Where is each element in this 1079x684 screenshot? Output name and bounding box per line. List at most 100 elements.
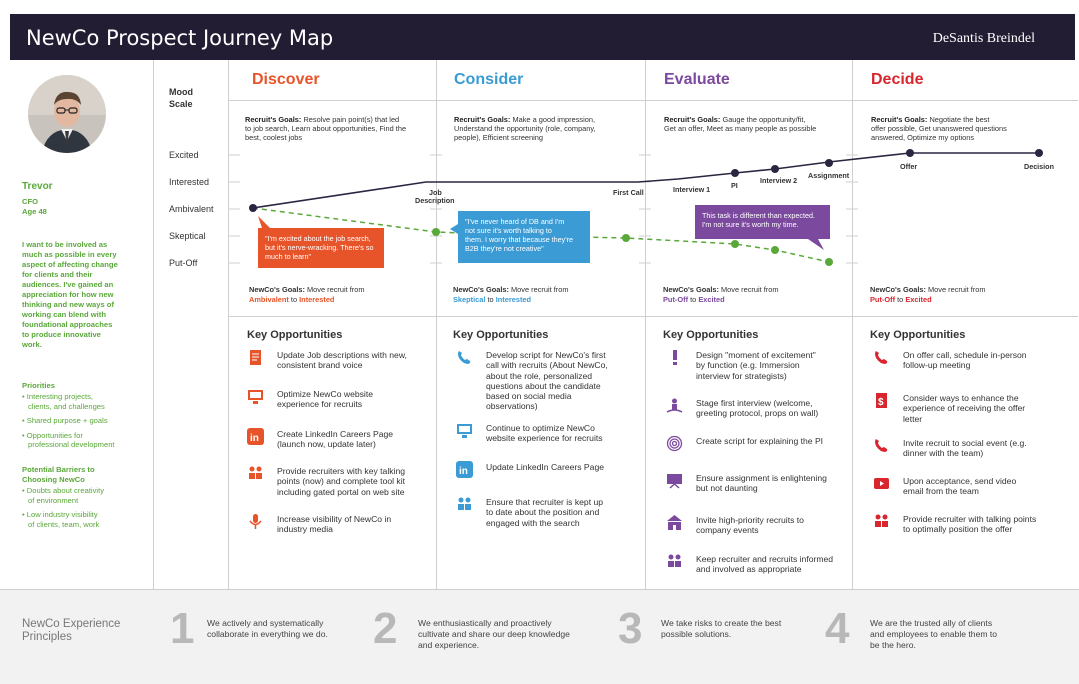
opportunity-line: interview for strategists) — [696, 370, 787, 381]
ngoal-line: NewCo's Goals: Move recruit from — [249, 285, 365, 294]
people-icon — [458, 497, 471, 510]
mood-interested: Interested — [169, 177, 210, 187]
recruit-goals-discover: Recruit's Goals: Resolve pain point(s) t… — [245, 115, 406, 142]
principle-line: We enthusiastically and proactively — [418, 618, 552, 628]
principle-number: 2 — [373, 604, 398, 653]
priority-line: clients, and challenges — [28, 401, 105, 411]
opportunity-line: consistent brand voice — [277, 360, 363, 371]
quote-line: working can blend with — [22, 310, 106, 319]
opportunity-line: follow-up meeting — [903, 360, 971, 371]
opportunity-line: letter — [903, 413, 923, 424]
goal-line: Recruit's Goals: Gauge the opportunity/f… — [664, 115, 806, 124]
opportunity-line: website experience for recruits — [486, 433, 603, 444]
opportunity-item: Design "moment of excitement"by function… — [696, 350, 816, 381]
bubble-line: B2B they're not creative" — [465, 244, 544, 253]
desired-dot — [731, 240, 739, 248]
opportunity-line: Update LinkedIn Careers Page — [486, 462, 605, 472]
key-opportunities-title: Key Opportunities — [453, 329, 549, 341]
mood-scale-title: Mood Scale — [169, 86, 193, 110]
touchpoint-job: Job — [429, 188, 442, 197]
persona-age: Age 48 — [22, 207, 47, 216]
opportunity-item: Invite recruit to social event (e.g.dinn… — [903, 438, 1027, 459]
opportunity-line: company events — [696, 525, 759, 536]
touchpoint-interview-1: Interview 1 — [673, 185, 711, 194]
opportunity-line: dinner with the team) — [903, 448, 984, 459]
touchpoint-dot — [906, 149, 914, 157]
quote-line: thinking and new ways of — [22, 300, 114, 309]
desired-dot — [622, 234, 630, 242]
divider-col-2 — [436, 60, 437, 590]
opportunity-line: questions about the candidate — [486, 380, 601, 391]
principles-title: NewCo Experience Principles — [22, 618, 120, 644]
opportunity-line: call with recruits (About NewCo, — [486, 360, 608, 371]
monitor-icon — [457, 424, 472, 438]
goal-line: Recruit's Goals: Negotiate the best — [871, 115, 990, 124]
journey-chart — [228, 149, 1043, 266]
linkedin-icon: in — [247, 428, 264, 445]
touchpoint-first-call: First Call — [613, 188, 644, 197]
principles-footer — [0, 590, 1079, 684]
phase-title-discover: Discover — [252, 71, 320, 88]
mood-put-off: Put-Off — [169, 258, 198, 268]
opportunity-line: (launch now, update later) — [277, 439, 376, 450]
ngoal-label: NewCo's Goals: — [870, 285, 926, 294]
persona-role: CFO — [22, 197, 39, 206]
from-state: Skeptical — [453, 294, 486, 304]
to-state: Excited — [698, 294, 725, 304]
divider-phase-row — [228, 100, 1078, 101]
opportunity-line: industry media — [277, 524, 333, 535]
key-opportunities-title: Key Opportunities — [870, 329, 966, 341]
opportunity-line: email from the team — [903, 486, 979, 497]
goal-line: Recruit's Goals: Make a good impression, — [454, 115, 596, 124]
touchpoint-dot — [249, 204, 257, 212]
bubble-line: but it's nerve-wracking. There's so — [265, 243, 374, 252]
principle-line: We are the trusted ally of clients — [870, 618, 993, 628]
divider-col-1 — [228, 60, 229, 590]
quote-line: much as possible in every — [22, 250, 117, 259]
ngoal-label: NewCo's Goals: — [453, 285, 509, 294]
goal-line: Recruit's Goals: Resolve pain point(s) t… — [245, 115, 400, 124]
priority-item: • Interesting projects,clients, and chal… — [22, 392, 115, 411]
bubble-line: much to learn" — [265, 252, 312, 261]
opportunity-line: greeting protocol, props on wall) — [696, 408, 819, 419]
bubble-line: This task is different than expected. — [702, 211, 815, 220]
ngoal-line: Skeptical to Interested — [453, 294, 532, 304]
from-state: Put-Off — [663, 294, 689, 304]
priority-line: • Opportunities for — [22, 430, 83, 440]
from-state: Put-Off — [870, 294, 896, 304]
quote-line: to produce innovative — [22, 330, 101, 339]
phase-title-evaluate: Evaluate — [664, 71, 730, 88]
barriers-title-line: Choosing NewCo — [22, 474, 85, 484]
divider-persona — [153, 60, 154, 590]
goal-label: Recruit's Goals: — [245, 115, 302, 124]
touchpoint-assignment: Assignment — [808, 171, 850, 180]
goal-line: offer possible, Get unanswered questions — [871, 124, 1007, 133]
video-icon — [874, 478, 889, 489]
bubble-tails — [258, 216, 824, 250]
touchpoint-dot — [1035, 149, 1043, 157]
goal-line: best, coolest jobs — [245, 133, 303, 142]
microphone-icon — [249, 514, 262, 529]
barrier-line: • Low industry visibility — [22, 510, 98, 520]
touchpoint-offer: Offer — [900, 162, 918, 171]
ngoal-label: NewCo's Goals: — [249, 285, 305, 294]
quote-line: audiences. I've gained an — [22, 280, 114, 289]
svg-text:$: $ — [878, 397, 884, 408]
quote-line: foundational approaches — [22, 320, 113, 329]
quote-line: work. — [22, 340, 42, 349]
barrier-line: of environment — [28, 495, 79, 505]
opportunity-line: Keep recruiter and recruits informed — [696, 554, 834, 564]
